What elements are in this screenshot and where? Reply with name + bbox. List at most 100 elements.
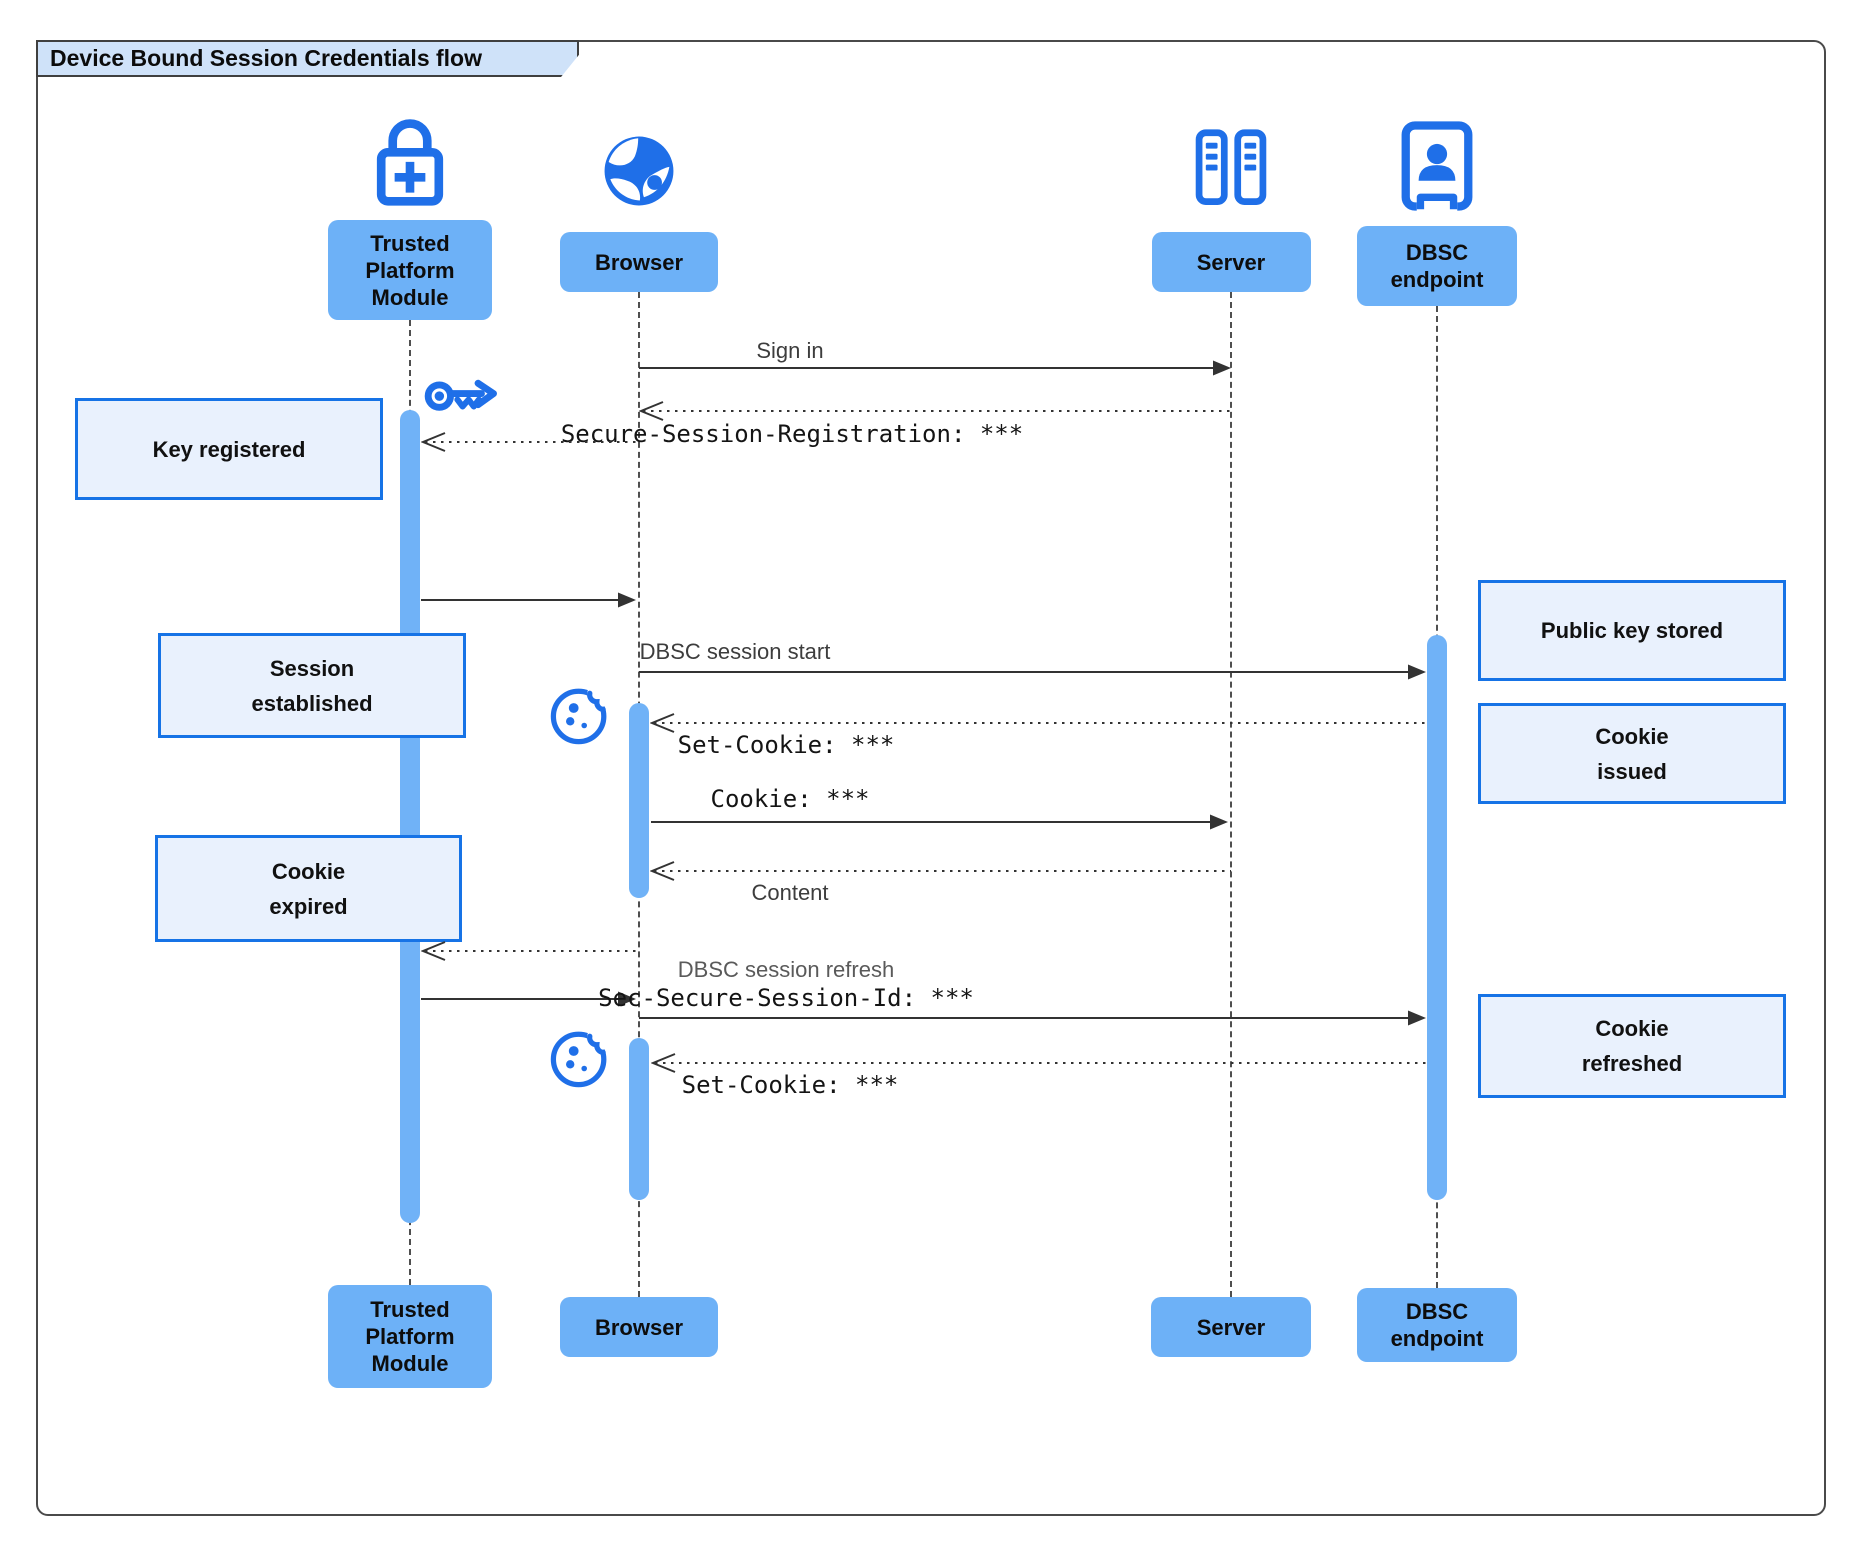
arrowhead (1408, 1010, 1426, 1026)
actor-label-line: DBSC (1405, 1299, 1469, 1324)
actor-label-line: Server (1196, 249, 1266, 275)
actor-label-line: endpoint (1390, 267, 1484, 292)
message-arrow-secure-session-registration (639, 398, 1233, 424)
lifeline-server (1230, 292, 1232, 1297)
lock-plus-icon (362, 112, 458, 208)
message-arrow-unlabeled (421, 429, 641, 455)
actor-server-top-label: Server (1151, 232, 1311, 292)
dashed-arrow (639, 401, 1231, 421)
note-session-established: Session established (158, 633, 466, 738)
message-arrow-unlabeled (419, 587, 638, 613)
arrowhead (639, 401, 664, 421)
arrowhead (650, 713, 675, 733)
cookie-icon (550, 682, 613, 745)
cookie-icon (550, 1025, 613, 1088)
actor-label-line: Module (371, 1351, 449, 1376)
message-arrow-dbsc-session-start (637, 659, 1428, 685)
server-icon (1195, 129, 1267, 205)
note-text-line: Key registered (152, 436, 306, 462)
message-arrow-set-cookie (650, 710, 1428, 736)
message-arrow-content (650, 858, 1233, 884)
lock-plus-icon (376, 119, 444, 206)
globe-icon (604, 136, 674, 206)
key-icon (423, 368, 509, 426)
note-cookie-expired: Cookie expired (155, 835, 462, 942)
dashed-arrow (651, 1053, 1426, 1073)
solid-arrow (639, 360, 1231, 376)
message-label-dbsc-session-refresh: DBSC session refresh (677, 957, 895, 982)
cookie-icon (545, 1023, 615, 1093)
actor-label-line: Trusted (370, 230, 450, 256)
activation-bar-browser (629, 1038, 649, 1200)
actor-label-line: Browser (594, 1314, 684, 1340)
actor-browser-top-label: Browser (560, 232, 718, 292)
note-text-line: Session (269, 655, 355, 681)
solid-arrow (639, 664, 1426, 680)
actor-label-line: endpoint (1390, 1326, 1484, 1351)
arrowhead (1210, 814, 1228, 830)
message-label-secure-session-registration: Secure-Session-Registration: *** (560, 420, 1024, 448)
globe-icon (598, 130, 680, 212)
activation-bar-dbsc (1427, 635, 1447, 1200)
message-label-dbsc-session-start: DBSC session start (639, 639, 831, 664)
arrowhead (421, 432, 446, 452)
diagram-title-tab: Device Bound Session Credentials flow (36, 40, 579, 77)
actor-label-line: Platform (365, 257, 455, 283)
diagram-title: Device Bound Session Credentials flow (50, 45, 482, 71)
arrowhead (618, 592, 636, 608)
door-person-icon (1401, 121, 1473, 212)
note-cookie-refreshed: Cookie refreshed (1478, 994, 1786, 1098)
message-arrow-sign-in (637, 355, 1233, 381)
message-arrow-sec-secure-session-id (637, 1005, 1428, 1031)
actor-label-line: Trusted (370, 1297, 450, 1322)
cookie-icon (545, 680, 615, 750)
dashed-arrow (650, 713, 1426, 733)
note-public-key-stored: Public key stored (1478, 580, 1786, 681)
message-arrow-set-cookie (651, 1050, 1428, 1076)
message-arrow-cookie (649, 809, 1230, 835)
dashed-arrow (650, 861, 1231, 881)
activation-bar-tpm (400, 410, 420, 1223)
arrowhead (618, 991, 636, 1007)
message-label-set-cookie: Set-Cookie: *** (681, 1071, 899, 1099)
actor-label-line: Browser (594, 249, 684, 275)
dashed-arrow (421, 941, 639, 961)
actor-label-line: Platform (365, 1324, 455, 1349)
arrowhead (1213, 360, 1231, 376)
activation-bar-browser (629, 703, 649, 898)
key-icon (424, 379, 497, 411)
arrowhead (1408, 664, 1426, 680)
arrowhead (421, 941, 446, 961)
message-label-content: Content (751, 880, 829, 905)
solid-arrow (421, 991, 636, 1007)
note-text-line: expired (269, 893, 348, 919)
message-label-set-cookie: Set-Cookie: *** (677, 731, 895, 759)
note-text-line: Cookie (1595, 1016, 1669, 1041)
message-label-sec-secure-session-id: Sec-Secure-Session-Id: *** (598, 984, 974, 1012)
dashed-arrow (421, 432, 639, 452)
arrowhead (651, 1053, 676, 1073)
message-arrow-unlabeled (419, 986, 638, 1012)
message-label-sign-in: Sign in (756, 338, 824, 363)
actor-label-line: Module (371, 284, 449, 310)
actor-server-bottom-label: Server (1151, 1297, 1311, 1357)
solid-arrow (651, 814, 1228, 830)
message-arrow-unlabeled (421, 938, 641, 964)
diagram-frame (36, 40, 1826, 1516)
note-text-line: Cookie (271, 858, 346, 884)
note-text-line: issued (1597, 758, 1667, 784)
actor-browser-bottom-label: Browser (560, 1297, 718, 1357)
note-key-registered: Key registered (75, 398, 383, 500)
note-text-line: established (251, 690, 373, 716)
actor-label-line: Server (1196, 1314, 1266, 1340)
actor-label-line: DBSC (1405, 240, 1469, 265)
solid-arrow (421, 592, 636, 608)
note-text-line: refreshed (1581, 1051, 1683, 1076)
